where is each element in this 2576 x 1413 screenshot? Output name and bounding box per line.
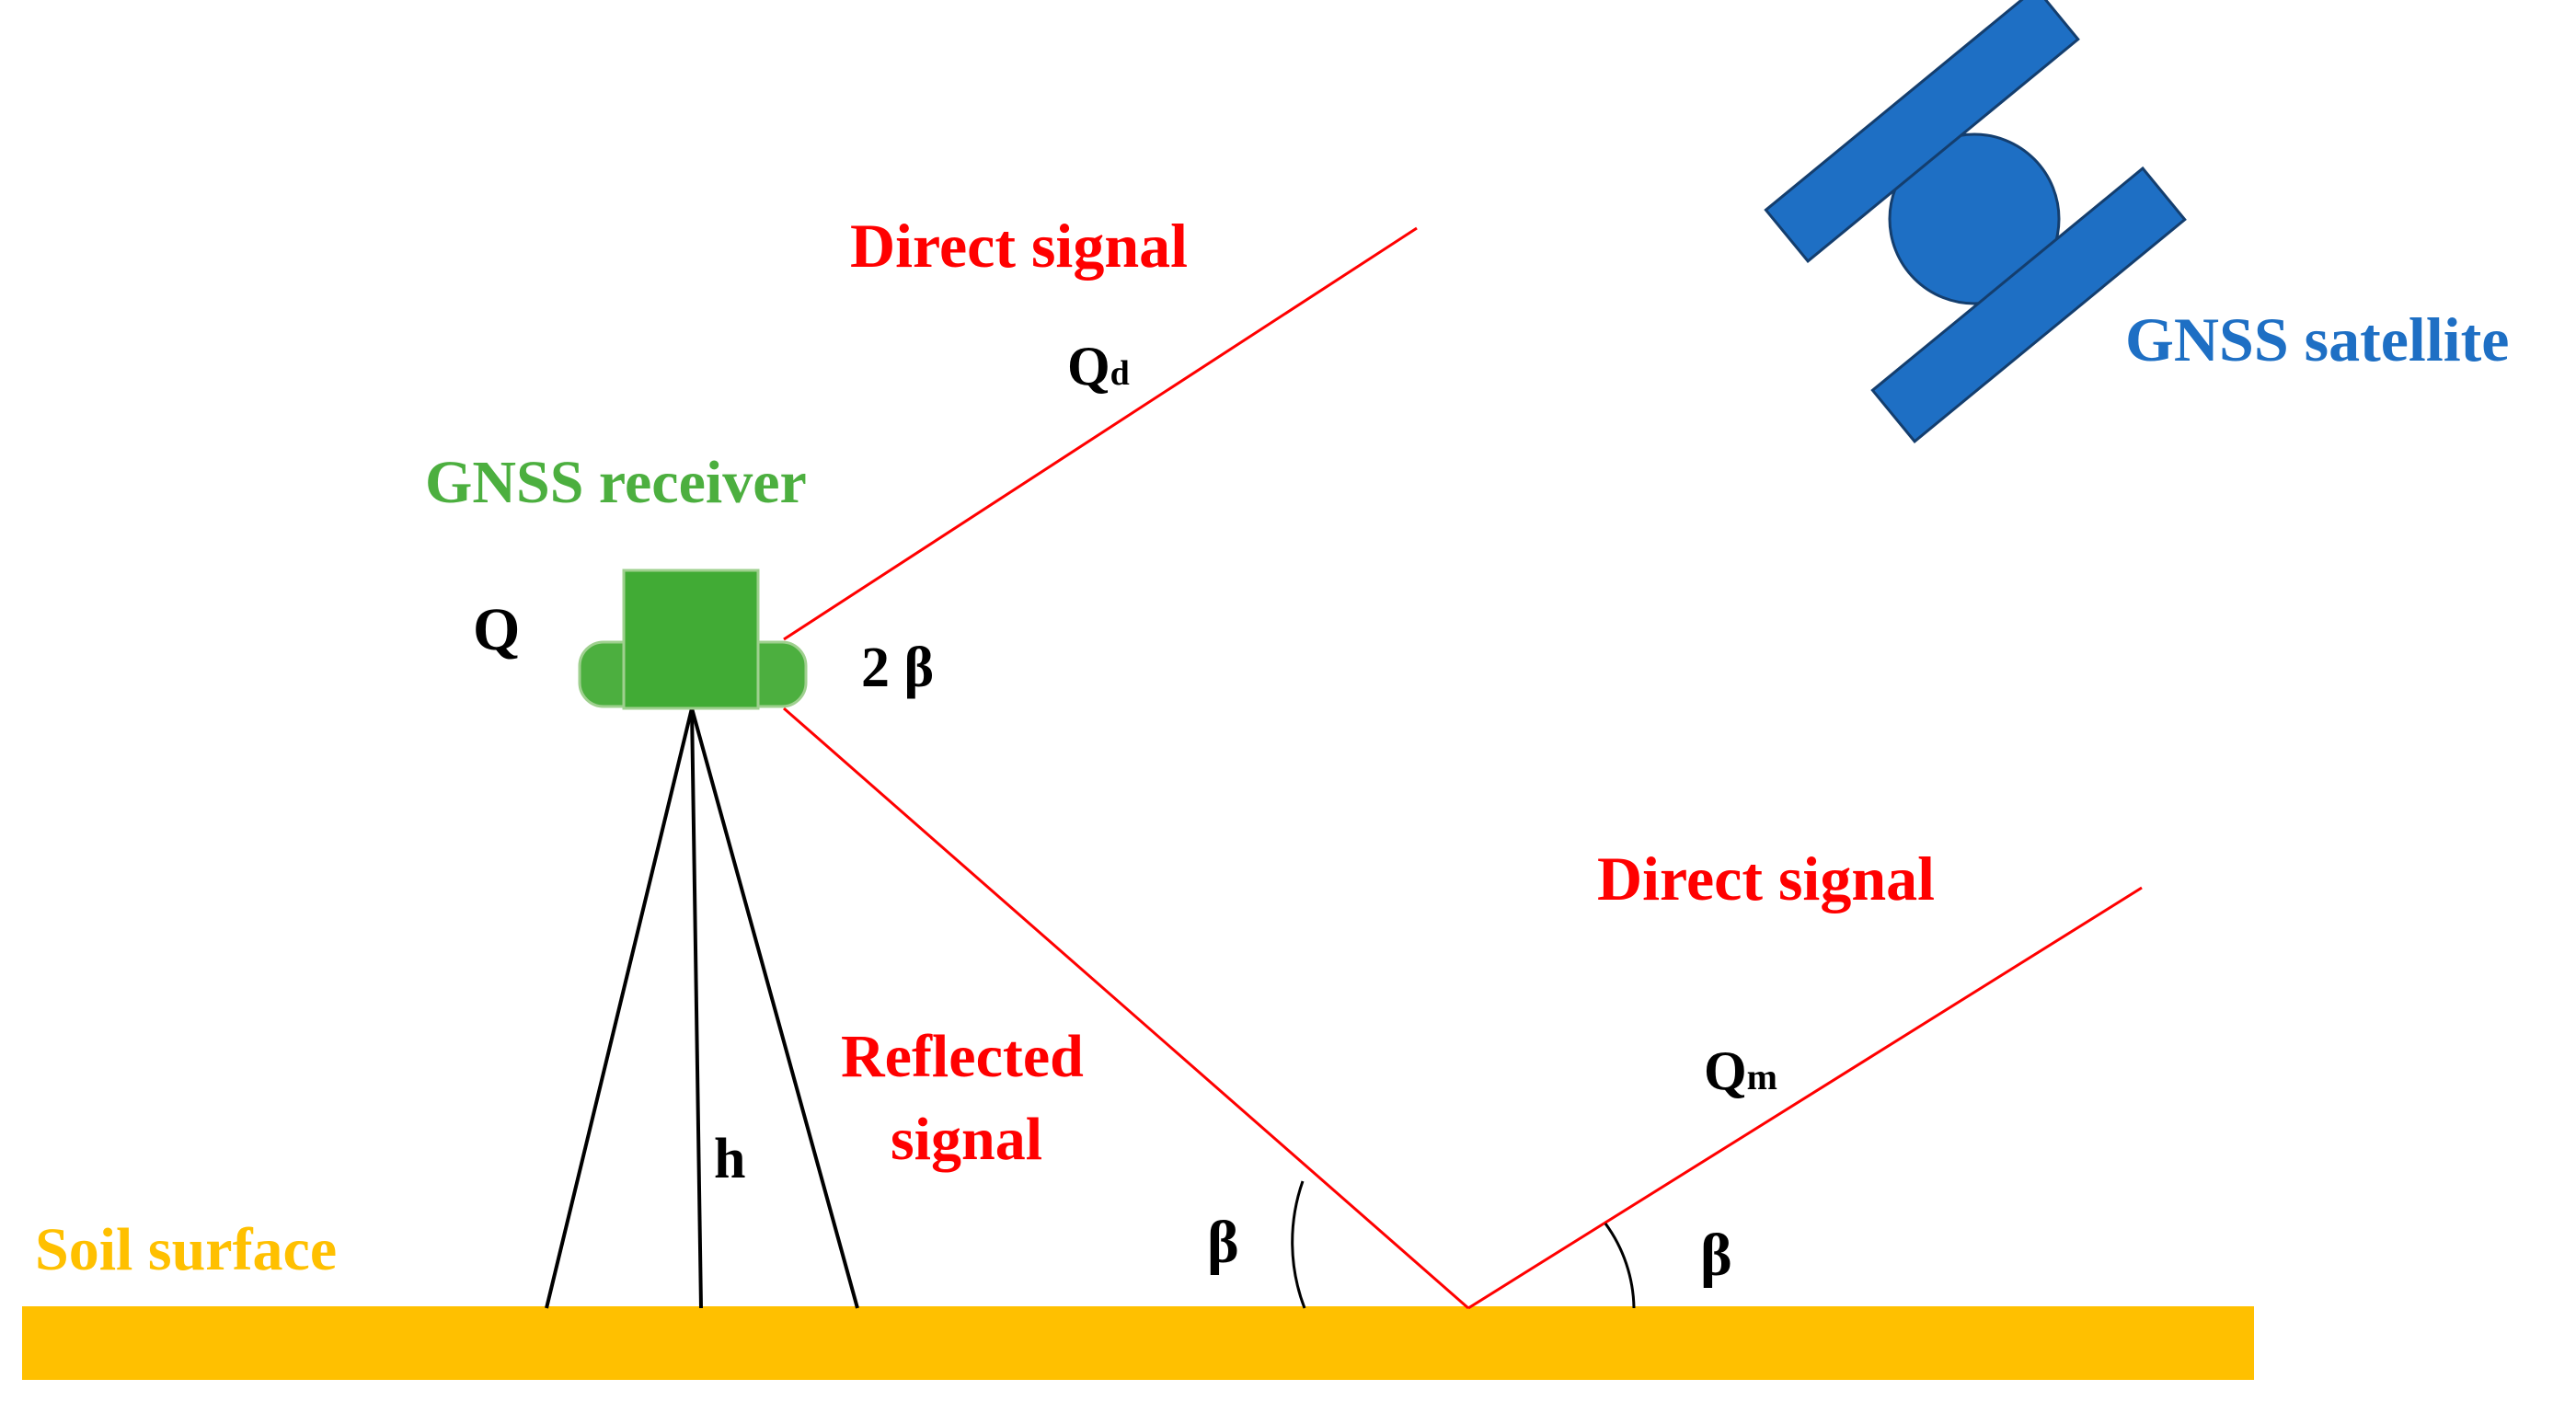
soil-surface-label: Soil surface <box>35 1216 337 1283</box>
q-label: Q <box>473 596 520 663</box>
soil-surface-bar <box>22 1306 2254 1380</box>
h-label: h <box>714 1128 745 1190</box>
qm-main: Q <box>1704 1040 1747 1101</box>
direct-signal-right-label: Direct signal <box>1597 844 1935 913</box>
beta-arc-right <box>1604 1223 1636 1309</box>
qd-main: Q <box>1067 336 1110 396</box>
qd-label: Qd <box>1067 336 1130 396</box>
tripod-center-pole <box>690 707 703 1309</box>
direct-signal-line-right <box>1467 886 2143 1310</box>
two-beta-label: 2 β <box>861 637 934 699</box>
tripod-leg-left <box>545 707 694 1309</box>
beta-arc-left <box>1291 1180 1306 1309</box>
signal-paths <box>783 226 2143 1310</box>
qm-label: Qm <box>1704 1040 1777 1101</box>
gnss-receiver-label: GNSS receiver <box>425 449 807 516</box>
reflected-signal-label-line2: signal <box>891 1106 1042 1173</box>
gnss-satellite-label: GNSS satellite <box>2125 304 2509 374</box>
gnss-receiver-icon <box>578 569 808 710</box>
qm-subscript: m <box>1747 1056 1777 1097</box>
direct-signal-line-top <box>783 226 1418 641</box>
reflected-signal-line <box>783 706 1469 1310</box>
direct-signal-top-label: Direct signal <box>850 211 1188 281</box>
qd-subscript: d <box>1110 354 1130 393</box>
tripod <box>545 707 859 1309</box>
reflected-signal-label-line1: Reflected <box>841 1023 1084 1090</box>
beta-left-label: β <box>1207 1209 1239 1276</box>
gnss-satellite-icon <box>1764 0 2187 443</box>
tripod-leg-right <box>690 707 859 1309</box>
beta-right-label: β <box>1700 1222 1732 1289</box>
